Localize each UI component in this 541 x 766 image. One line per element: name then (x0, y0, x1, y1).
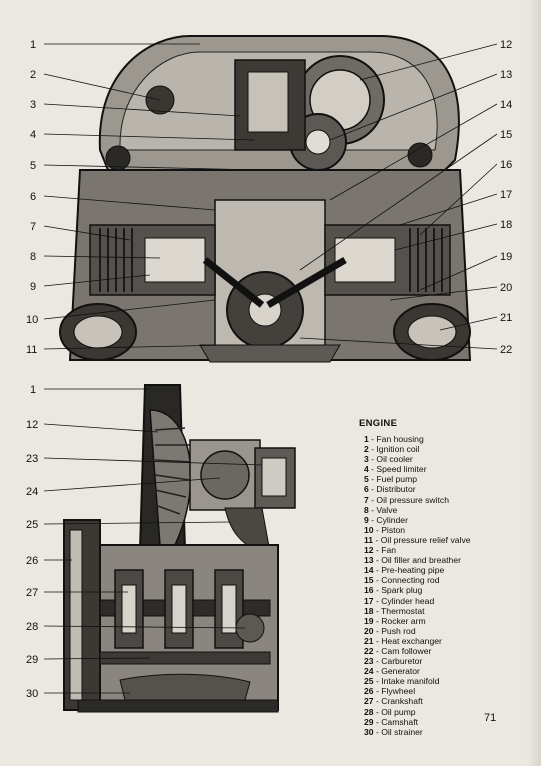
front-view-leader-lines (43, 43, 498, 350)
side-view-leader-lines (43, 388, 263, 694)
callout-16: 16 (500, 159, 512, 171)
callout-13: 13 (500, 69, 512, 81)
callout-9: 9 (30, 281, 36, 293)
callout-28: 28 (26, 621, 38, 633)
callout-8: 8 (30, 251, 36, 263)
engine-side-cross-section (63, 384, 296, 713)
side-view-callout-numbers: 1 12 23 24 25 26 27 28 29 30 (26, 384, 38, 700)
legend-item: 1 - Fan housing (364, 434, 424, 444)
engine-front-cross-section (59, 35, 472, 363)
callout-2: 2 (30, 69, 36, 81)
callout-10: 10 (26, 314, 38, 326)
legend-item: 21 - Heat exchanger (364, 635, 442, 646)
legend-item: 25 - Intake manifold (364, 676, 440, 687)
legend-item: 24 - Generator (364, 666, 420, 677)
callout-24: 24 (26, 486, 38, 498)
legend-item: 19 - Rocker arm (364, 615, 426, 626)
callout-18: 18 (500, 219, 512, 231)
callout-1: 1 (30, 39, 36, 51)
legend-item: 2 - Ignition coil (364, 444, 420, 455)
callout-29: 29 (26, 654, 38, 666)
callout-3: 3 (30, 99, 36, 111)
legend-item: 7 - Oil pressure switch (364, 494, 450, 505)
legend-list: 1 - Fan housing 2 - Ignition coil 3 - Oi… (359, 434, 509, 737)
legend-item: 20 - Push rod (364, 625, 416, 636)
legend-item: 22 - Cam follower (364, 645, 432, 656)
legend-item: 23 - Carburetor (364, 656, 423, 667)
callout-12-side: 12 (26, 419, 38, 431)
callout-21: 21 (500, 312, 512, 324)
legend-item: 18 - Thermostat (364, 605, 425, 616)
legend-item: 16 - Spark plug (364, 585, 423, 596)
callout-4: 4 (30, 129, 36, 141)
callout-5: 5 (30, 160, 36, 172)
callout-27: 27 (26, 587, 38, 599)
legend-item: 9 - Cylinder (364, 514, 408, 525)
legend-item: 8 - Valve (364, 504, 398, 515)
callout-26: 26 (26, 555, 38, 567)
callout-11: 11 (26, 344, 37, 356)
legend-item: 10 - Piston (364, 524, 406, 535)
callout-17: 17 (500, 189, 512, 201)
callout-14: 14 (500, 99, 512, 111)
engine-parts-legend: ENGINE 1 - Fan housing 2 - Ignition coil… (359, 418, 509, 737)
callout-7: 7 (30, 221, 36, 233)
legend-item: 5 - Fuel pump (364, 474, 418, 485)
callout-22: 22 (500, 344, 512, 356)
callout-25: 25 (26, 519, 38, 531)
legend-item: 15 - Connecting rod (364, 575, 440, 586)
page-number: 71 (484, 712, 497, 724)
legend-item: 27 - Crankshaft (364, 696, 423, 707)
legend-item: 29 - Camshaft (364, 716, 418, 727)
callout-30: 30 (26, 688, 38, 700)
legend-item: 17 - Cylinder head (364, 595, 435, 606)
callout-12: 12 (500, 39, 512, 51)
legend-item: 12 - Fan (364, 545, 397, 556)
page-edge-shadow (527, 0, 541, 766)
legend-item: 6 - Distributor (364, 484, 416, 495)
legend-item: 4 - Speed limiter (364, 464, 427, 475)
front-view-callout-numbers: 1 2 3 4 5 6 7 8 9 10 11 12 13 14 15 16 1… (26, 39, 512, 356)
legend-title: ENGINE (359, 418, 398, 429)
callout-20: 20 (500, 282, 512, 294)
legend-item: 14 - Pre-heating pipe (364, 565, 445, 576)
callout-6: 6 (30, 191, 36, 203)
legend-item: 11 - Oil pressure relief valve (364, 534, 471, 545)
callout-1-side: 1 (30, 384, 36, 396)
legend-item: 28 - Oil pump (364, 706, 416, 717)
legend-item: 26 - Flywheel (364, 686, 416, 697)
legend-item: 3 - Oil cooler (364, 454, 413, 465)
callout-19: 19 (500, 251, 512, 263)
legend-item: 13 - Oil filler and breather (364, 555, 461, 566)
callout-23: 23 (26, 453, 38, 465)
legend-item: 30 - Oil strainer (364, 726, 423, 737)
callout-15: 15 (500, 129, 512, 141)
